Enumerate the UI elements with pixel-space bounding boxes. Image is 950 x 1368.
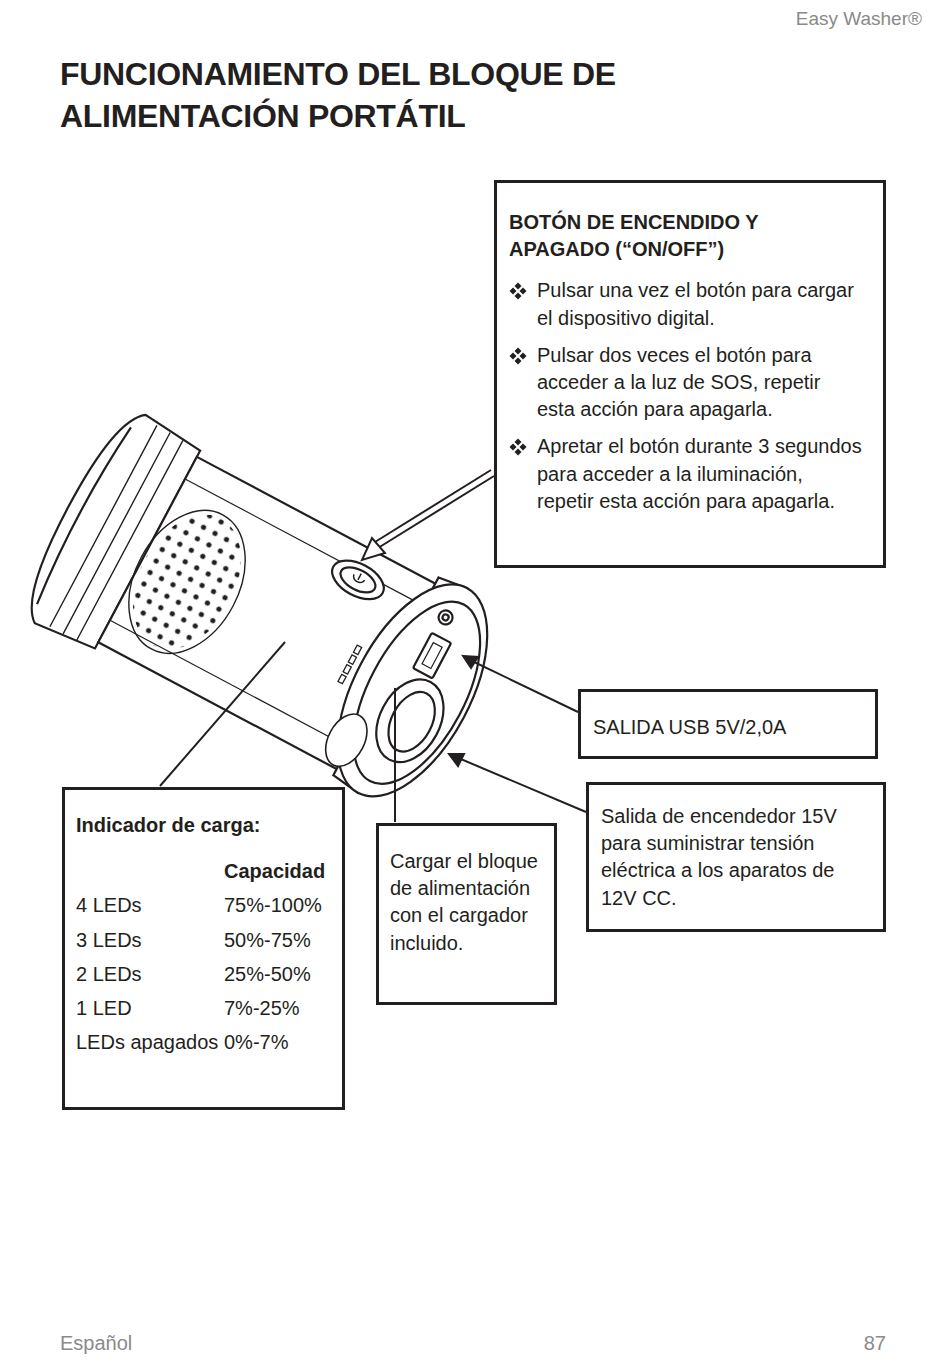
- bullet-item: Pulsar dos veces el botón para acceder a…: [509, 342, 863, 424]
- bullet-symbol: [509, 282, 527, 300]
- table-cell: 2 LEDs: [76, 961, 224, 988]
- bullet-symbol: [509, 347, 527, 365]
- charger-callout-box: Cargar el bloque de alimentación con el …: [376, 823, 557, 1005]
- callout-heading: BOTÓN DE ENCENDIDO Y APAGADO (“ON/OFF”): [509, 209, 863, 263]
- bullet-text: Pulsar dos veces el botón para acceder a…: [537, 342, 863, 424]
- table-cell: 50%-75%: [224, 927, 332, 954]
- capacity-table: Indicador de carga: Capacidad4 LEDs75%-10…: [76, 812, 332, 1056]
- language-footer: Español: [60, 1332, 260, 1355]
- table-heading: Indicador de carga:: [76, 812, 332, 839]
- bullet-symbol: [509, 438, 527, 456]
- callout-text: Salida de encendedor 15V para suministra…: [601, 803, 871, 912]
- table-cell: 25%-50%: [224, 961, 332, 988]
- bullet-text: Apretar el botón durante 3 segundos para…: [537, 433, 863, 515]
- table-cell: 0%-7%: [224, 1029, 332, 1056]
- brand-header: Easy Washer®: [700, 8, 922, 30]
- callout-text: SALIDA USB 5V/2,0A: [593, 714, 863, 741]
- callout-text: Cargar el bloque de alimentación con el …: [390, 848, 544, 957]
- usb-callout-box: SALIDA USB 5V/2,0A: [578, 689, 878, 759]
- table-cell: 75%-100%: [224, 892, 332, 919]
- table-cell: 4 LEDs: [76, 892, 224, 919]
- bullet-text: Pulsar una vez el botón para cargar el d…: [537, 277, 863, 331]
- table-header: Capacidad: [224, 858, 332, 885]
- table-cell: 7%-25%: [224, 995, 332, 1022]
- charge-indicator-box: Indicador de carga: Capacidad4 LEDs75%-10…: [62, 787, 345, 1110]
- bullet-item: Apretar el botón durante 3 segundos para…: [509, 433, 863, 515]
- table-cell: LEDs apagados: [76, 1029, 224, 1056]
- page-number: 87: [760, 1332, 886, 1355]
- page-title: FUNCIONAMIENTO DEL BLOQUE DE ALIMENTACIÓ…: [60, 54, 720, 137]
- bullet-item: Pulsar una vez el botón para cargar el d…: [509, 277, 863, 331]
- table-cell: 1 LED: [76, 995, 224, 1022]
- lighter-callout-box: Salida de encendedor 15V para suministra…: [586, 782, 886, 932]
- power-bank: [13, 403, 519, 822]
- button-callout-box: BOTÓN DE ENCENDIDO Y APAGADO (“ON/OFF”) P…: [494, 180, 886, 568]
- table-cell: 3 LEDs: [76, 927, 224, 954]
